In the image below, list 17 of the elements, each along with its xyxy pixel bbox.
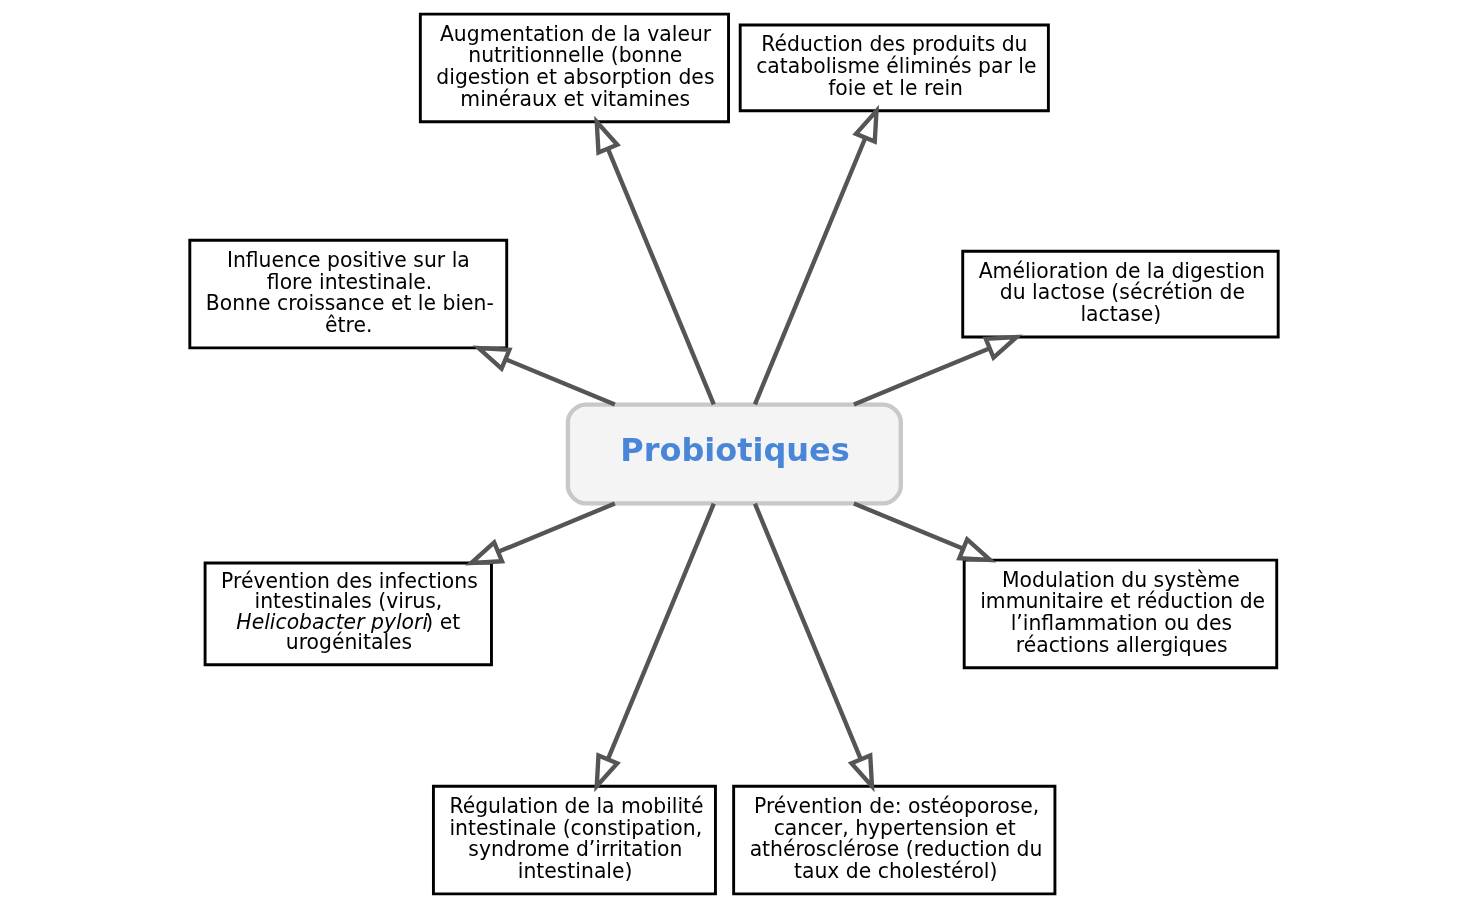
node-box: Augmentation de la valeur nutritionnelle (bonne digestion et absorption des minéraux et vitamines: [418, 12, 730, 124]
arrow: [852, 501, 996, 563]
arrow: [752, 104, 879, 406]
node-box: Prévention de: ostéoporose, cancer, hypertension et athérosclérose (reduction du taux de cholestérol): [731, 784, 1056, 896]
node-box: Probiotiques: [565, 402, 903, 506]
node-box: Réduction des produits du catabolisme éliminés par le foie et le rein: [738, 23, 1050, 113]
arrow: [464, 501, 616, 566]
arrow: [593, 502, 716, 793]
node-box: Modulation du système immunitaire et réduction de l’inflammation ou des réactions allergiques: [962, 558, 1278, 670]
node-box: Régulation de la mobilité intestinale (constipation, syndrome d’irritation intestinale): [431, 784, 717, 896]
arrow: [852, 334, 1023, 407]
node-box: Prévention des infections intestinales (virus, Helicobacter pylori) et urogénitales: [203, 561, 493, 667]
node-box: Amélioration de la digestion du lactose (sécrétion de lactase): [960, 249, 1280, 339]
arrow: [752, 502, 874, 793]
node-box: Influence positive sur la flore intestinale. Bonne croissance et le bien-être.: [187, 238, 508, 350]
arrow: [472, 345, 616, 407]
arrow: [593, 115, 716, 406]
